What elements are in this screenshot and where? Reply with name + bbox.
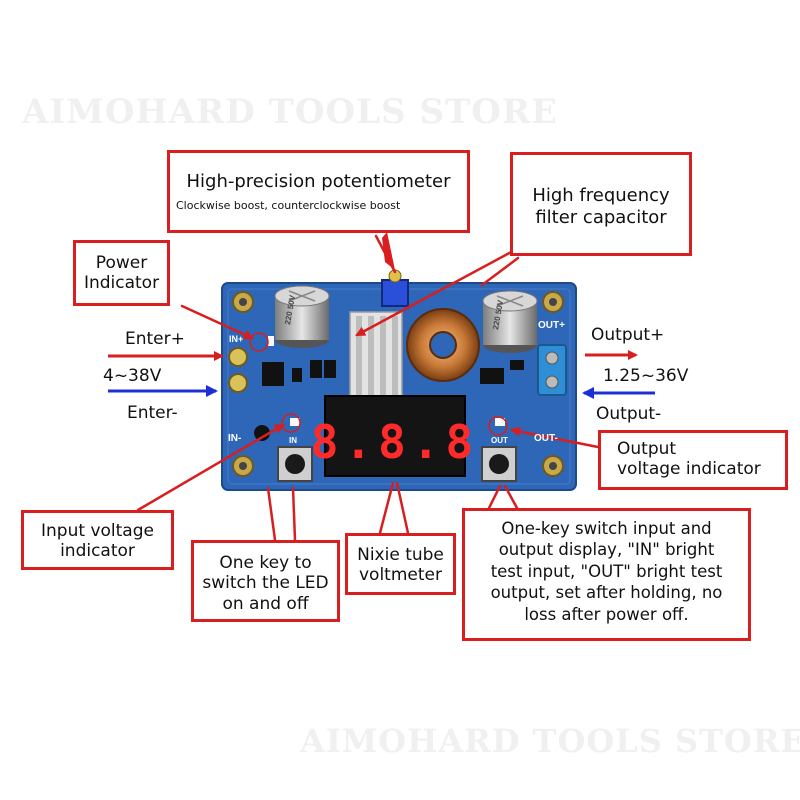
display-switch-key xyxy=(481,446,517,482)
label-input-range: 4~38V xyxy=(103,366,162,386)
potentiometer-title: High-precision potentiometer xyxy=(186,171,451,192)
output-voltage-line2: voltage indicator xyxy=(617,459,761,480)
silk-out-minus: OUT- xyxy=(534,433,558,444)
callout-input-voltage-indicator: Input voltage indicator xyxy=(21,510,174,570)
input-terminals xyxy=(228,347,248,393)
label-output-range: 1.25~36V xyxy=(603,366,689,386)
label-output-minus: Output- xyxy=(596,404,662,424)
silk-out: OUT xyxy=(491,436,508,445)
indicator-circles xyxy=(249,332,508,436)
callout-display-switch-key: One-key switch input and output display,… xyxy=(462,508,751,641)
callout-power-indicator: Power Indicator xyxy=(73,240,170,306)
filter-capacitor-line2: filter capacitor xyxy=(535,206,667,228)
nixie-line2: voltmeter xyxy=(359,565,442,586)
output-voltage-line1: Output xyxy=(617,439,677,459)
input-capacitor xyxy=(274,285,330,348)
silk-in: IN xyxy=(289,436,297,445)
led-switch-key xyxy=(277,446,313,482)
callout-potentiometer: High-precision potentiometer Clockwise b… xyxy=(167,150,470,233)
display-switch-line4: output, set after holding, no xyxy=(490,583,723,603)
display-digits: 8.8.8 xyxy=(311,415,479,469)
input-voltage-line2: indicator xyxy=(60,541,135,562)
filter-capacitor-line1: High frequency xyxy=(532,185,670,206)
input-voltage-line1: Input voltage xyxy=(41,521,154,541)
display-switch-line5: loss after power off. xyxy=(524,604,689,624)
potentiometer-subtitle: Clockwise boost, counterclockwise boost xyxy=(176,198,401,212)
display-switch-line3: test input, "OUT" bright test xyxy=(490,561,723,581)
inductor-coil xyxy=(406,308,480,382)
output-terminal-block xyxy=(537,344,567,396)
led-switch-line1: One key to xyxy=(219,553,312,573)
small-components xyxy=(254,336,524,441)
nixie-display xyxy=(324,395,466,477)
silk-in-minus: IN- xyxy=(228,433,241,444)
watermark-bottom: AIMOHARD TOOLS STORE xyxy=(300,722,800,760)
power-indicator-line1: Power xyxy=(95,253,148,273)
callout-nixie-voltmeter: Nixie tube voltmeter xyxy=(345,533,456,595)
callout-led-switch-key: One key to switch the LED on and off xyxy=(191,540,340,622)
label-output-plus: Output+ xyxy=(591,325,665,345)
display-switch-line1: One-key switch input and xyxy=(501,519,712,538)
display-switch-line2: output display, "IN" bright xyxy=(498,540,715,560)
callout-pointers xyxy=(136,232,600,542)
led-switch-line3: on and off xyxy=(222,593,309,614)
power-indicator-line2: Indicator xyxy=(83,273,160,294)
nixie-line1: Nixie tube xyxy=(357,545,444,565)
callout-output-voltage-indicator: Output voltage indicator xyxy=(598,430,788,490)
callout-filter-capacitor: High frequency filter capacitor xyxy=(510,152,692,256)
potentiometer xyxy=(381,269,409,307)
terminal-arrows xyxy=(108,350,655,399)
output-capacitor xyxy=(482,290,538,353)
watermark-top: AIMOHARD TOOLS STORE xyxy=(22,92,559,132)
label-enter-plus: Enter+ xyxy=(125,329,185,349)
silk-in-plus: IN+ xyxy=(229,334,243,344)
led-switch-line2: switch the LED xyxy=(202,573,329,594)
label-enter-minus: Enter- xyxy=(127,403,178,423)
silk-out-plus: OUT+ xyxy=(538,320,565,331)
mounting-holes xyxy=(232,291,564,477)
